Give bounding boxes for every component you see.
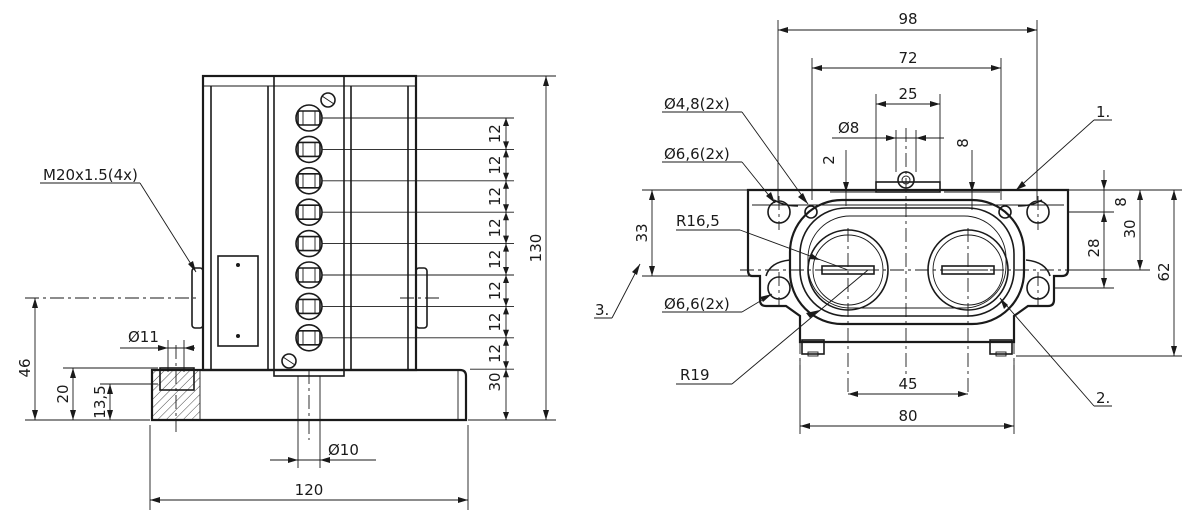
hole-66-top-callout: Ø6,6(2x)	[662, 145, 776, 204]
dim-30-right-label: 30	[1121, 219, 1139, 238]
top-screw	[320, 92, 336, 108]
radius-19-callout: R19	[676, 269, 869, 385]
contact-element	[295, 292, 514, 321]
callout-1-label: 1.	[1096, 103, 1110, 121]
hole-66-bottom-label: Ø6,6(2x)	[664, 295, 730, 313]
width-120-dimension: 120	[149, 425, 469, 510]
contact-element	[295, 198, 514, 226]
callout-3: 3.	[594, 263, 641, 319]
contact-element	[295, 167, 514, 195]
dim-30-label: 30	[486, 372, 504, 391]
dim-12-label: 12	[486, 218, 504, 237]
dim-130-label: 130	[527, 234, 545, 263]
front-view: 46 20 13,5 Ø11 M20x1.5(4x) Ø10	[16, 74, 556, 510]
thread-callout: M20x1.5(4x)	[40, 166, 197, 273]
dim-20-label: 20	[54, 384, 72, 403]
hole-66-top-label: Ø6,6(2x)	[664, 145, 730, 163]
dim-diameter-8-label: Ø8	[838, 119, 859, 137]
contact-element	[295, 261, 514, 289]
dim-12-label: 12	[486, 344, 504, 363]
left-dimensions: 46 20 13,5	[16, 298, 158, 421]
dim-98: 98	[777, 10, 1038, 200]
label-plate	[217, 255, 259, 347]
dim-72-label: 72	[898, 49, 917, 67]
dim-33-label: 33	[633, 223, 651, 242]
bottom-screw	[281, 353, 297, 369]
pitch-dimensions: 30 12 12 12 12 12 12 12 12	[470, 118, 514, 421]
dim-28-label: 28	[1085, 238, 1103, 257]
dim-12-label: 12	[486, 250, 504, 269]
contact-stack	[295, 104, 514, 352]
dim-12-label: 12	[486, 281, 504, 300]
thread-label: M20x1.5(4x)	[43, 166, 138, 184]
dim-72: 72	[811, 49, 1002, 200]
dim-pin-8: Ø8	[832, 119, 944, 172]
dim-diameter-11-label: Ø11	[128, 328, 159, 346]
height-130-dimension: 130	[416, 75, 556, 421]
contact-element	[295, 135, 514, 164]
contact-element	[295, 104, 514, 132]
hole-48-label: Ø4,8(2x)	[664, 95, 730, 113]
dim-45: 45	[848, 375, 968, 397]
housing-body	[201, 74, 418, 377]
dim-62-label: 62	[1155, 262, 1173, 281]
dim-2-label: 2	[820, 155, 838, 165]
dim-12-label: 12	[486, 124, 504, 143]
callout-1: 1.	[1015, 103, 1112, 191]
dim-12-label: 12	[486, 313, 504, 332]
hole-11-dimension: Ø11	[120, 328, 195, 372]
dim-80: 80	[799, 360, 1015, 434]
dim-12-label: 12	[486, 187, 504, 206]
dim-12-label: 12	[486, 156, 504, 175]
dim-13-5-label: 13,5	[91, 385, 109, 418]
dim-98-label: 98	[898, 10, 917, 28]
callout-3-label: 3.	[595, 301, 609, 319]
radius-165-label: R16,5	[676, 212, 720, 230]
dim-25-label: 25	[898, 85, 917, 103]
dim-120-label: 120	[295, 481, 324, 499]
hole-66-bottom-callout: Ø6,6(2x)	[662, 293, 773, 313]
right-dimensions: 8 28 30 62	[1016, 170, 1182, 357]
dim-46-label: 46	[16, 358, 34, 377]
callout-2: 2.	[999, 297, 1112, 407]
dim-8-top-label: 8	[954, 138, 972, 148]
mounting-flange	[746, 188, 1070, 357]
dim-80-label: 80	[898, 407, 917, 425]
radius-165-callout: R16,5	[676, 212, 849, 271]
dim-small-offsets: 2 8	[820, 138, 1000, 210]
dim-33: 33	[633, 189, 750, 277]
hole-10-dimension: Ø10	[270, 376, 376, 468]
top-view: 98 72 25 Ø8	[594, 10, 1182, 434]
dim-45-label: 45	[898, 375, 917, 393]
dim-diameter-10-label: Ø10	[328, 441, 359, 459]
callout-2-label: 2.	[1096, 389, 1110, 407]
contact-element	[295, 323, 514, 352]
dim-8-right-label: 8	[1112, 197, 1130, 207]
contact-element	[295, 229, 514, 258]
radius-19-label: R19	[680, 366, 710, 384]
dim-25: 25	[875, 85, 941, 182]
hole-48-callout: Ø4,8(2x)	[662, 95, 809, 205]
